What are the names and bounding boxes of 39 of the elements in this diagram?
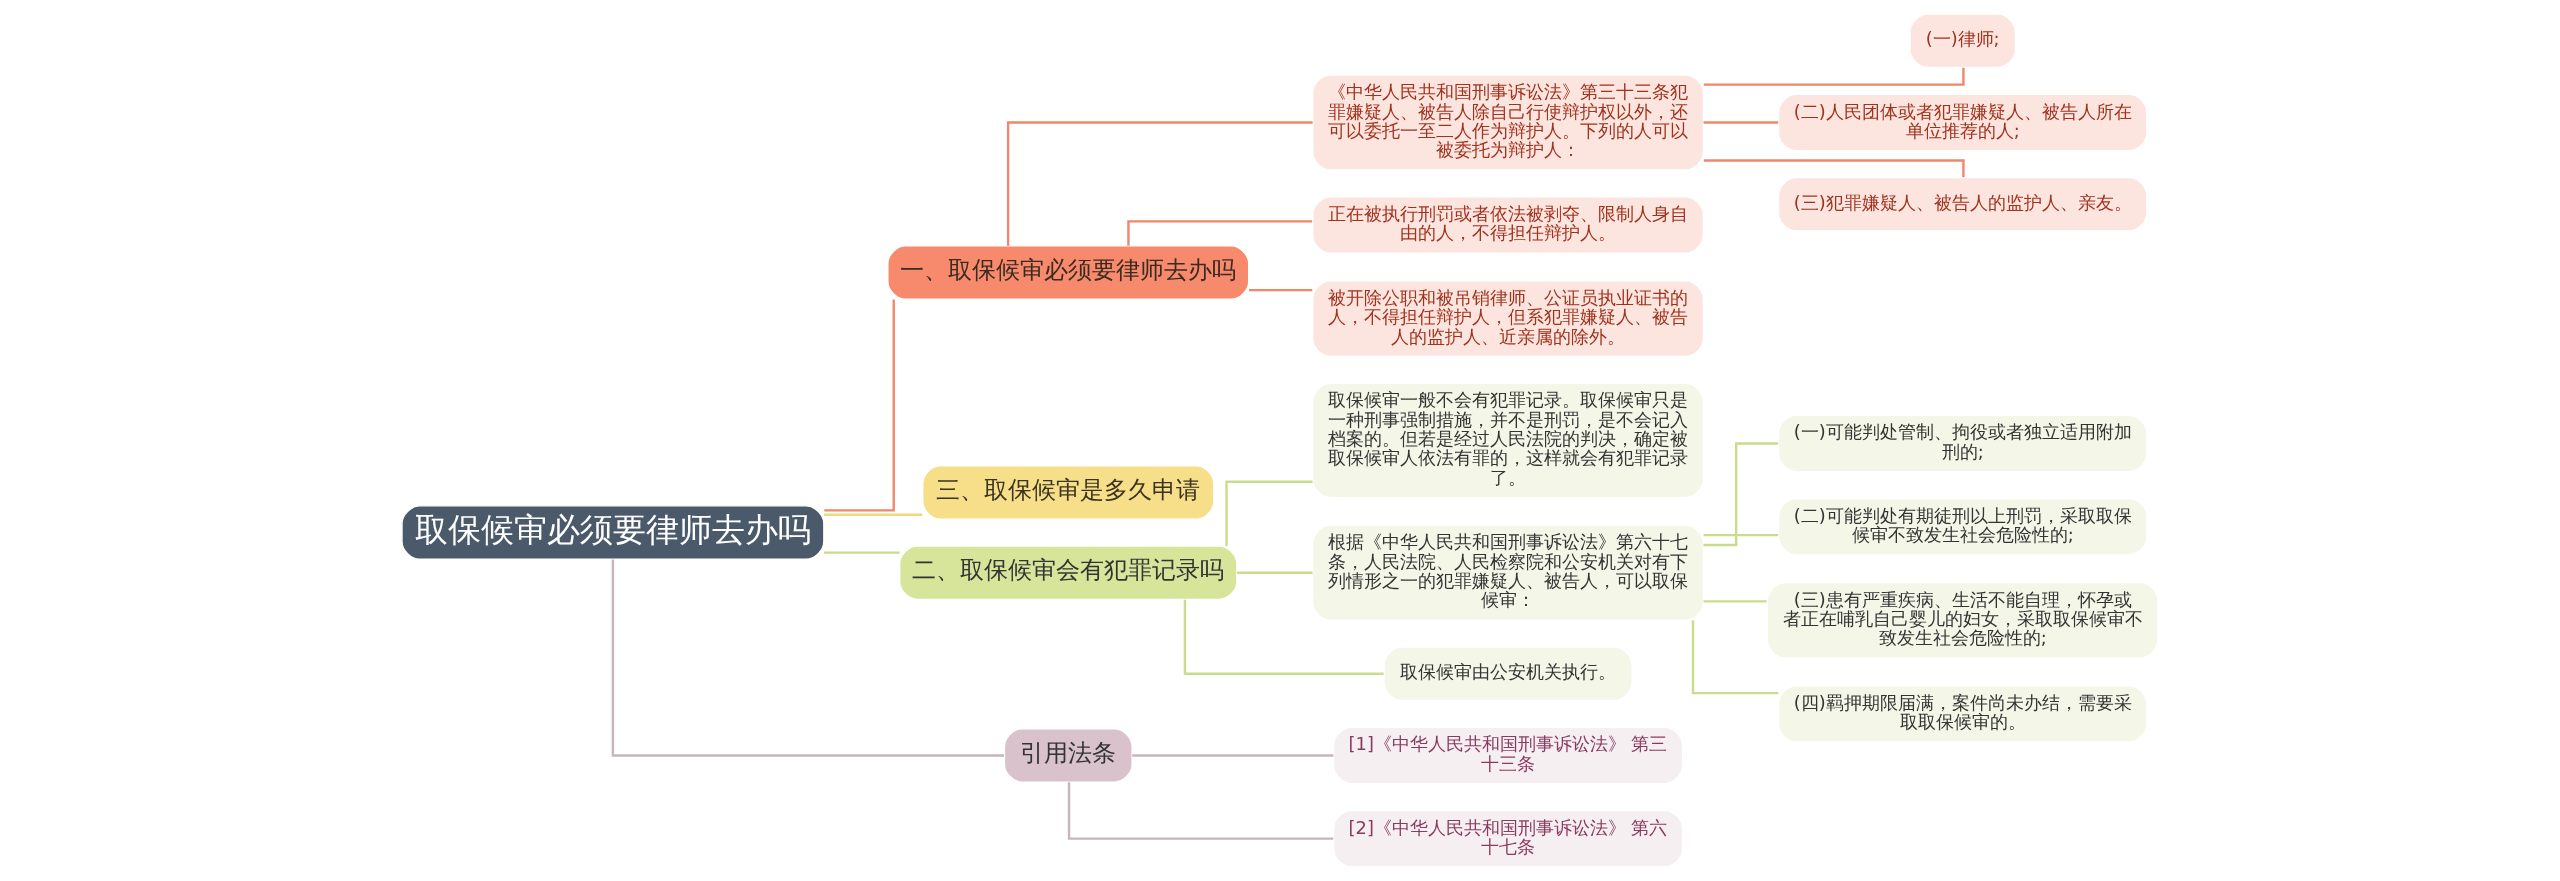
node-box: 被开除公职和被吊销律师、公证员执业证书的人，不得担任辩护人，但系犯罪嫌疑人、被告人的监护人、近亲属的除外。: [1311, 280, 1705, 358]
node-box: 取保候审必须要律师去办吗: [401, 505, 825, 561]
node-box: 一、取保候审必须要律师去办吗: [887, 245, 1250, 301]
connector: [1006, 121, 1313, 246]
node-box: 正在被执行刑罚或者依法被剥夺、限制人身自由的人，不得担任辩护人。: [1311, 196, 1705, 255]
node-box: 《中华人民共和国刑事诉讼法》第三十三条犯罪嫌疑人、被告人除自己行使辩护权以外，还可以委托一至二人作为辩护人。下列的人可以被委托为辩护人：: [1311, 74, 1705, 171]
node-box: 二、取保候审会有犯罪记录吗: [898, 545, 1238, 601]
node-box: (二)人民团体或者犯罪嫌疑人、被告人所在单位推荐的人;: [1777, 93, 2148, 152]
node-box: 取保候审一般不会有犯罪记录。取保候审只是一种刑事强制措施，并不是刑罚，是不会记入档案的。但若是经过人民法院的判决，确定被取保候审人依法有罪的，这样就会有犯罪记录了。: [1311, 382, 1705, 499]
node-box: [2]《中华人民共和国刑事诉讼法》 第六十七条: [1332, 809, 1684, 868]
connector: [1249, 288, 1313, 292]
connector: [1703, 600, 1767, 603]
node-box: (四)羁押期限届满，案件尚未办结，需要采取取保候审的。: [1777, 684, 2148, 743]
node-box: [1]《中华人民共和国刑事诉讼法》 第三十三条: [1332, 726, 1684, 785]
connector: [1691, 620, 1779, 695]
connector: [1183, 599, 1384, 675]
node-box: (二)可能判处有期徒刑以上刑罚，采取取保候审不致发生社会危险性的;: [1777, 497, 2148, 556]
node-box: (一)可能判处管制、拘役或者独立适用附加刑的;: [1777, 414, 2148, 473]
connector: [611, 559, 1004, 757]
node-box: 取保候审由公安机关执行。: [1383, 646, 1633, 702]
node-box: (三)犯罪嫌疑人、被告人的监护人、亲友。: [1777, 176, 2148, 232]
connector: [1237, 571, 1313, 574]
connector: [823, 513, 923, 516]
node-box: 引用法条: [1003, 728, 1133, 783]
connector: [1225, 480, 1313, 546]
connector: [823, 551, 900, 554]
connector: [1127, 220, 1313, 246]
connector: [1703, 442, 1779, 547]
connector: [1703, 159, 1965, 178]
connector: [1132, 754, 1334, 757]
node-box: (三)患有严重疾病、生活不能自理，怀孕或者正在哺乳自己婴儿的妇女，采取取保候审不致发生社会危险性的;: [1766, 581, 2159, 659]
connector: [1703, 121, 1779, 124]
connector: [1067, 782, 1334, 840]
node-box: 三、取保候审是多久申请: [921, 465, 1215, 520]
node-box: (一)律师;: [1909, 13, 2017, 69]
connector: [824, 299, 895, 512]
connector: [1703, 533, 1779, 537]
connector: [1703, 67, 1965, 86]
node-box: 根据《中华人民共和国刑事诉讼法》第六十七条，人民法院、人民检察院和公安机关对有下列情形之一的犯罪嫌疑人、被告人，可以取保候审：: [1311, 524, 1705, 621]
